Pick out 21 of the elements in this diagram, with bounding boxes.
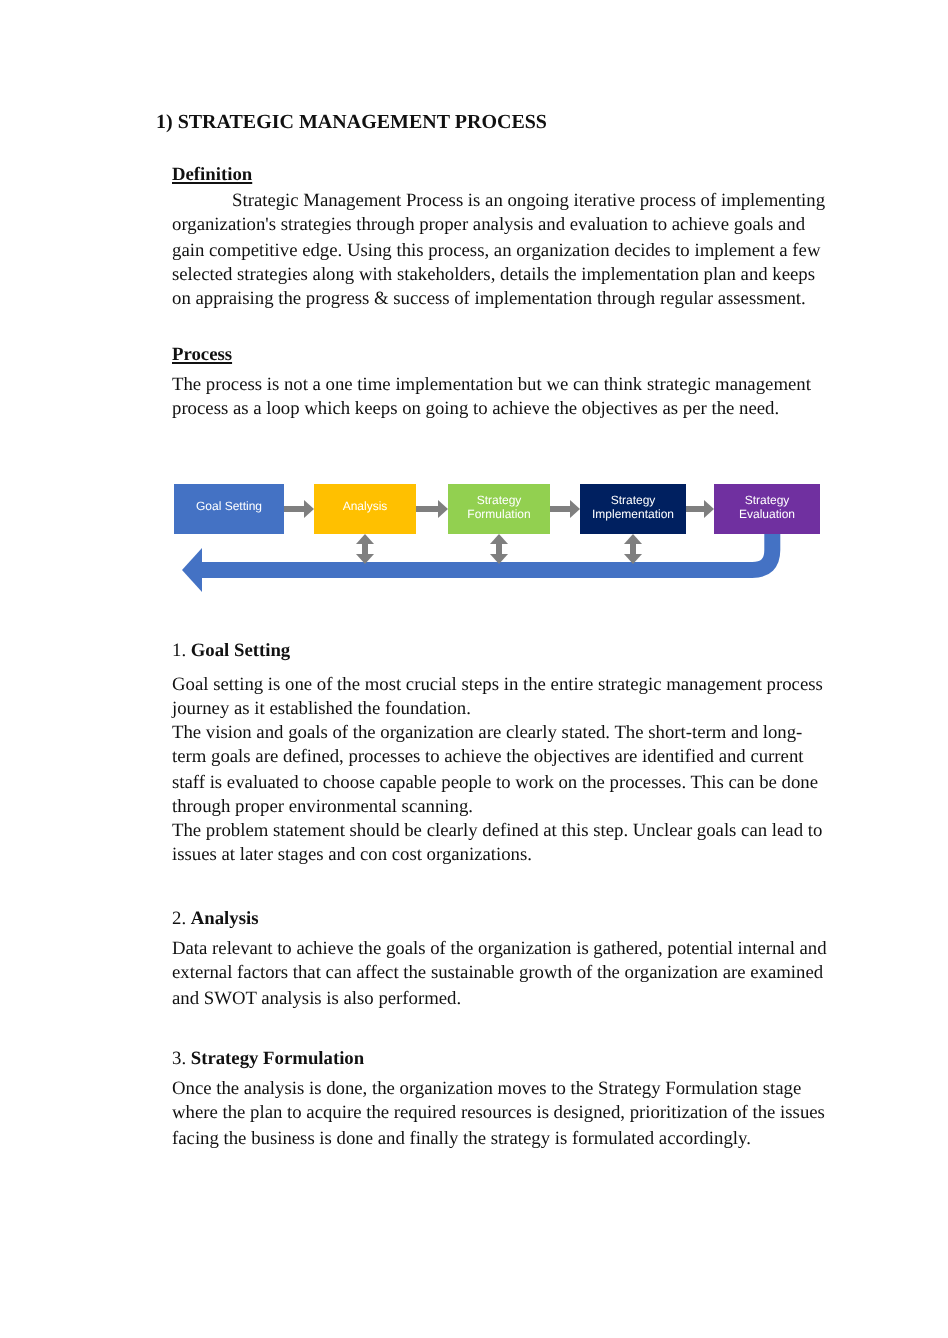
section-heading: 3. Strategy Formulation: [172, 1048, 367, 1073]
paragraph: Once the analysis is done, the organization moves to the Strategy Formulation stage where the plan to acquire the required resources is designed, prioritization of the issues facing the business is done and finally the strategy is formulated accordingly.: [172, 1078, 827, 1152]
paragraph: Data relevant to achieve the goals of the organization is gathered, potential internal and external factors that can affect the sustainable growth of the organization are examined and SWOT analysis is also performed.: [172, 938, 829, 1012]
arrow: [284, 500, 314, 518]
page-title: 1) STRATEGIC MANAGEMENT PROCESS: [156, 112, 549, 137]
double-arrow: [624, 534, 642, 564]
paragraph: Strategic Management Process is an ongoing iterative process of implementing organization's strategies through proper analysis and evaluation to achieve goals and gain competitive edge. Using this process, an organization decides to implement a few selected strategies along with stakeholders, details the implementation plan and keeps on appraising the progress & success of implementation through regular assessment.: [172, 190, 828, 313]
arrow: [416, 500, 448, 518]
section-heading: 1. Goal Setting: [172, 640, 293, 665]
loop-arrow: [182, 534, 781, 592]
section-heading: Definition: [172, 164, 255, 189]
paragraph: The problem statement should be clearly defined at this step. Unclear goals can lead to issues at later stages and con cost organizations.: [172, 820, 825, 870]
paragraph: Goal setting is one of the most crucial steps in the entire strategic management process journey as it established the foundation.: [172, 674, 825, 724]
double-arrow: [356, 534, 374, 564]
section-heading: 2. Analysis: [172, 908, 261, 933]
paragraph: The vision and goals of the organization are clearly stated. The short-term and long-term goals are defined, processes to achieve the objectives are identified and current staff is evaluated to choose capable people to work on the processes. This can be done through proper environmental scanning.: [172, 722, 820, 821]
double-arrow: [490, 534, 508, 564]
arrow: [550, 500, 580, 518]
paragraph: The process is not a one time implementation but we can think strategic management process as a loop which keeps on going to achieve the objectives as per the need.: [172, 374, 813, 424]
arrow: [686, 500, 714, 518]
section-heading: Process: [172, 344, 235, 369]
